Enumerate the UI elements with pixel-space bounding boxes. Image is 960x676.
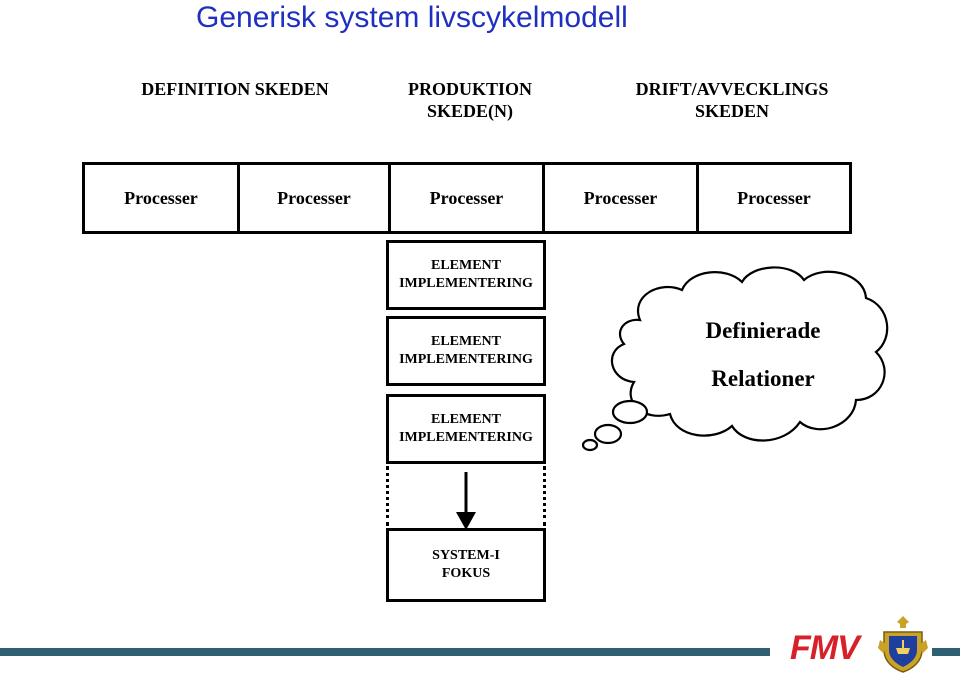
phase-label-line1: PRODUKTION	[407, 79, 532, 99]
thought-cloud-icon	[581, 266, 889, 452]
footer-divider-right	[932, 648, 960, 656]
process-bar: Processer Processer Processer Processer …	[82, 162, 852, 234]
page-title: Generisk system livscykelmodell	[196, 1, 628, 34]
phase-label-line1: DEFINITION SKEDEN	[141, 79, 329, 99]
phase-label-line2: SKEDE(N)	[426, 101, 513, 121]
process-cell: Processer	[391, 165, 545, 231]
crest-emblem-icon	[878, 616, 928, 673]
system-focus-line1: SYSTEM-I	[432, 548, 500, 563]
process-cell: Processer	[85, 165, 240, 231]
element-implementation-box: ELEMENT IMPLEMENTERING	[386, 316, 546, 386]
fmv-logo: FMV	[790, 629, 860, 667]
phase-label-line1: DRIFT/AVVECKLINGS	[635, 79, 829, 99]
process-cell: Processer	[240, 165, 391, 231]
system-focus-box: SYSTEM-I FOKUS	[386, 528, 546, 602]
phase-produktion: PRODUKTION SKEDE(N)	[388, 78, 552, 122]
process-cell: Processer	[737, 187, 811, 208]
phase-drift-avveckling: DRIFT/AVVECKLINGS SKEDEN	[607, 78, 857, 122]
element-label-line2: IMPLEMENTERING	[399, 352, 533, 367]
element-label-line1: ELEMENT	[430, 334, 501, 349]
element-label-line1: ELEMENT	[430, 258, 501, 273]
phase-definition: DEFINITION SKEDEN	[120, 78, 350, 100]
element-label-line1: ELEMENT	[430, 412, 501, 427]
element-label-line2: IMPLEMENTERING	[399, 276, 533, 291]
down-arrow-icon	[456, 472, 476, 530]
process-cell: Processer	[545, 165, 699, 231]
dotted-connector	[386, 466, 546, 526]
element-implementation-box: ELEMENT IMPLEMENTERING	[386, 394, 546, 464]
phase-label-line2: SKEDEN	[694, 101, 770, 121]
system-focus-line2: FOKUS	[441, 566, 491, 581]
cloud-label-line2: Relationer	[711, 366, 815, 391]
footer-divider	[0, 648, 770, 656]
element-label-line2: IMPLEMENTERING	[399, 430, 533, 445]
element-implementation-box: ELEMENT IMPLEMENTERING	[386, 240, 546, 310]
cloud-label-line1: Definierade	[705, 318, 821, 343]
